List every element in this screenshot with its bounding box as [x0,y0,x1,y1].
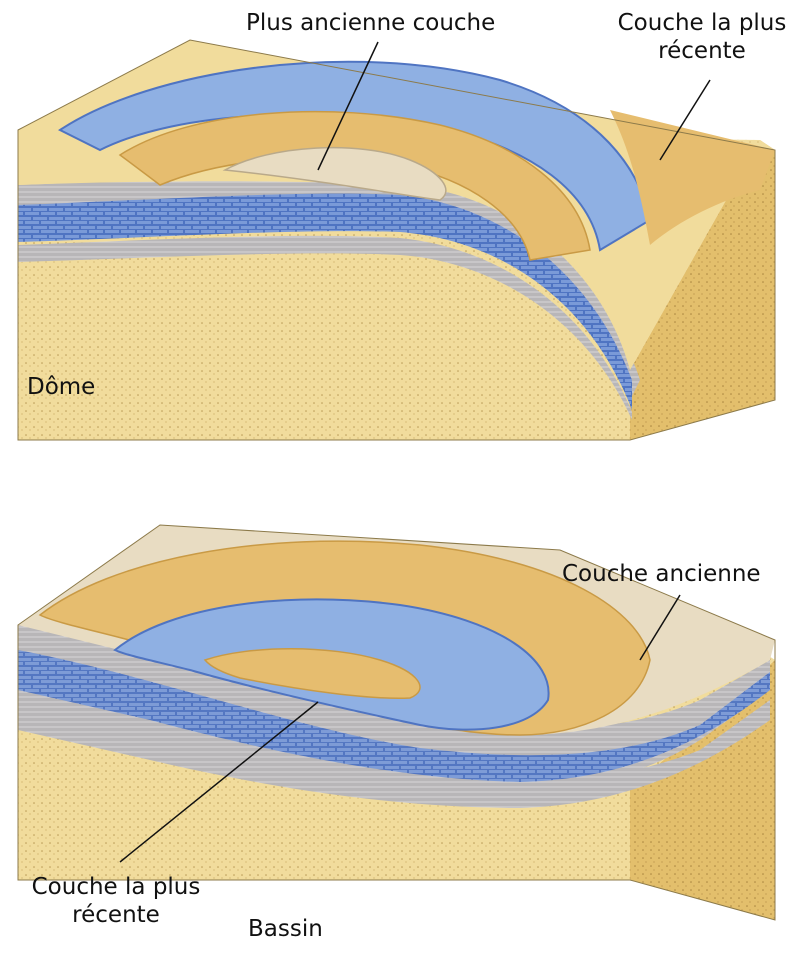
basin-youngest-label-line2: récente [18,901,214,929]
dome-youngest-label-line2: récente [612,37,792,65]
dome-name-label: Dôme [27,373,95,401]
basin-old-layer-label: Couche ancienne [562,560,761,588]
dome-youngest-layer-label: Couche la plus récente [612,9,792,65]
dome-oldest-layer-label: Plus ancienne couche [246,9,495,37]
basin-youngest-label-line1: Couche la plus [18,873,214,901]
basin-youngest-layer-label: Couche la plus récente [18,873,214,929]
dome-block [18,40,775,440]
dome-youngest-label-line1: Couche la plus [612,9,792,37]
basin-name-label: Bassin [248,915,323,943]
